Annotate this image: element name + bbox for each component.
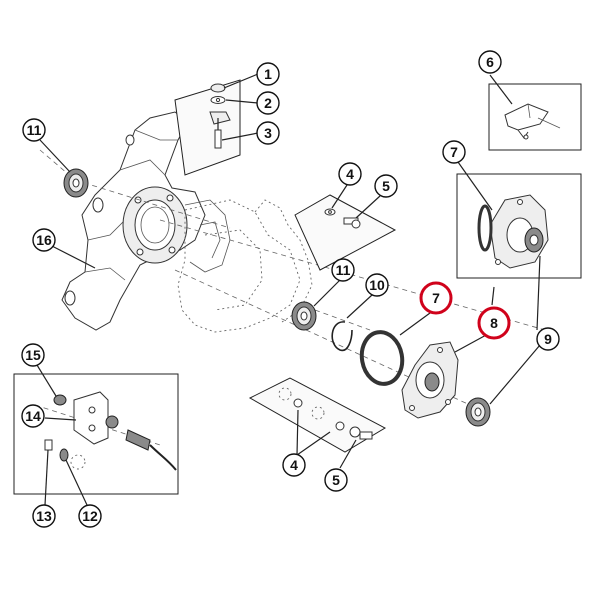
bearing-lower-part — [465, 397, 491, 427]
callout-7-highlighted-label: 7 — [432, 290, 440, 306]
callout-11-middle: 11 — [331, 258, 355, 282]
bracket-inset-6 — [488, 83, 582, 151]
upper-washer-bolt-group — [294, 194, 397, 271]
flange-plate-part — [401, 341, 459, 419]
callout-7-inset-label: 7 — [450, 144, 458, 160]
callout-4-upper-label: 4 — [346, 166, 354, 182]
callout-3: 3 — [256, 121, 280, 145]
lower-washer-bolt-group — [248, 377, 387, 453]
sensor-inset-box — [13, 373, 179, 495]
callout-14-label: 14 — [25, 408, 41, 424]
callout-1-label: 1 — [264, 66, 272, 82]
bearing-middle-part — [291, 301, 317, 331]
callout-16-label: 16 — [36, 232, 52, 248]
callout-9: 9 — [536, 327, 560, 351]
callout-15: 15 — [21, 343, 45, 367]
snap-ring-part — [331, 321, 353, 352]
callout-6: 6 — [478, 50, 502, 74]
bearing-left-part — [63, 168, 89, 198]
callout-5-upper: 5 — [374, 174, 398, 198]
callout-16: 16 — [32, 228, 56, 252]
callout-4-lower-label: 4 — [290, 457, 298, 473]
callout-11-left: 11 — [22, 118, 46, 142]
main-housing-part — [61, 111, 206, 331]
callout-7-highlighted: 7 — [419, 281, 453, 315]
callout-1: 1 — [256, 62, 280, 86]
callout-12-label: 12 — [82, 508, 98, 524]
callout-10-label: 10 — [369, 277, 385, 293]
callout-10: 10 — [365, 273, 389, 297]
callout-11-left-label: 11 — [27, 122, 42, 138]
callout-5-lower-label: 5 — [332, 472, 340, 488]
leader-lines — [36, 73, 541, 506]
callout-5-lower: 5 — [324, 468, 348, 492]
top-fastener-assembly — [174, 79, 241, 176]
callout-5-upper-label: 5 — [382, 178, 390, 194]
callout-2-label: 2 — [264, 95, 272, 111]
callout-4-lower: 4 — [282, 453, 306, 477]
callout-15-label: 15 — [25, 347, 41, 363]
callout-7-inset: 7 — [442, 140, 466, 164]
callout-9-label: 9 — [544, 331, 552, 347]
callout-8-highlighted: 8 — [477, 306, 511, 340]
callout-14: 14 — [21, 404, 45, 428]
callout-8-highlighted-label: 8 — [490, 315, 498, 331]
callout-13: 13 — [32, 504, 56, 528]
callout-3-label: 3 — [264, 125, 272, 141]
assembled-flange-inset — [456, 173, 582, 279]
callout-6-label: 6 — [486, 54, 494, 70]
callout-11-middle-label: 11 — [336, 262, 351, 278]
callout-12: 12 — [78, 504, 102, 528]
callout-2: 2 — [256, 91, 280, 115]
callout-4-upper: 4 — [338, 162, 362, 186]
callout-13-label: 13 — [36, 508, 52, 524]
o-ring-part — [359, 330, 405, 386]
